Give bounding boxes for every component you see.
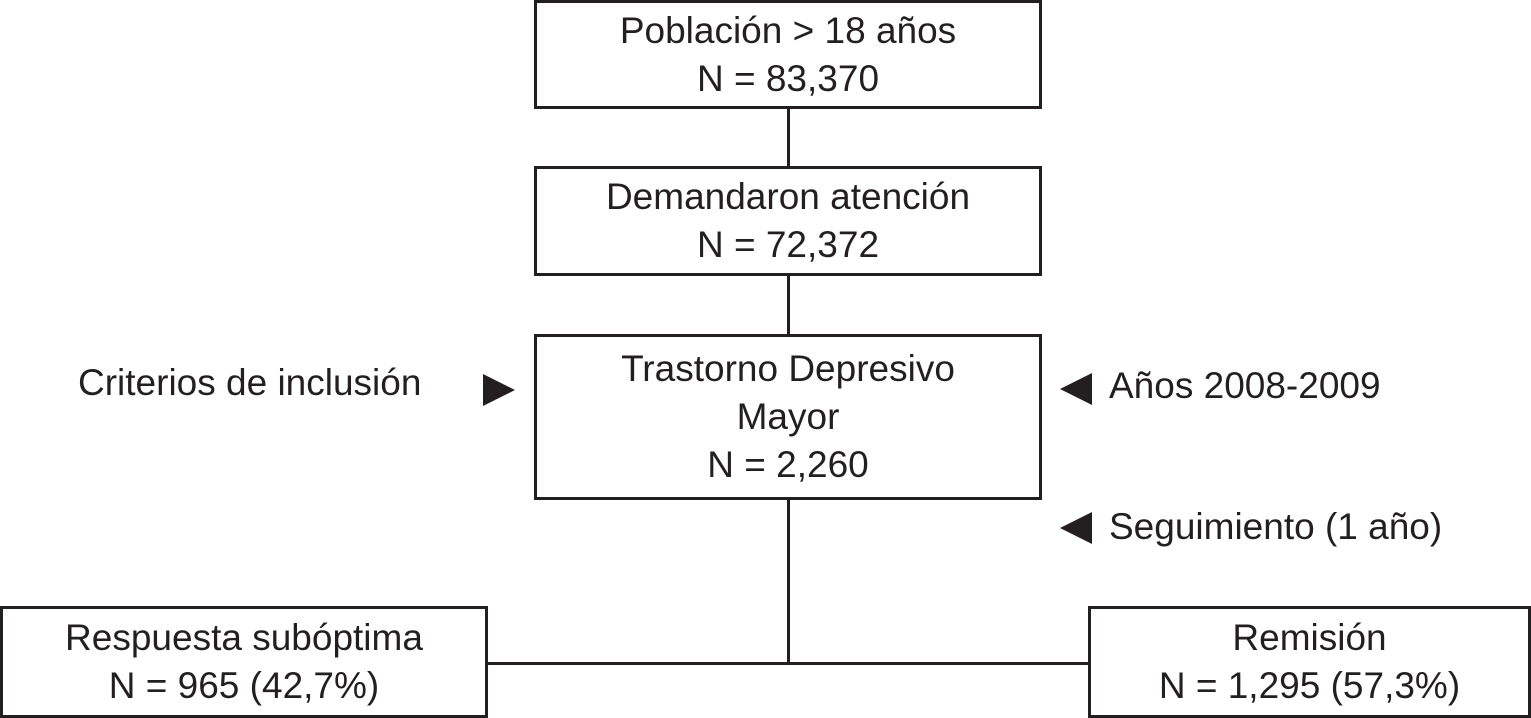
node-population-title: Población > 18 años [619,9,957,51]
node-population: Población > 18 años N = 83,370 [534,0,1042,109]
arrow-left-icon [1060,512,1092,544]
connector-population-attention [787,107,790,168]
node-attention: Demandaron atención N = 72,372 [534,166,1042,276]
arrow-right-icon [483,374,515,406]
connector-attention-depressive [787,274,790,335]
annotation-followup: Seguimiento (1 año) [1109,506,1443,547]
node-population-count: N = 83,370 [696,57,880,99]
connector-depressive-split [787,497,790,665]
node-depressive: Trastorno Depresivo Mayor N = 2,260 [534,334,1042,500]
node-depressive-title-1: Trastorno Depresivo [621,348,955,389]
node-suboptimal-title: Respuesta subóptima [65,617,423,658]
node-attention-title: Demandaron atención [605,176,971,217]
connector-horizontal-split [485,662,1091,665]
annotation-years: Años 2008-2009 [1109,365,1381,406]
node-remission-title: Remisión [1232,617,1387,658]
node-remission: Remisión N = 1,295 (57,3%) [1088,606,1531,718]
node-remission-count: N = 1,295 (57,3%) [1158,665,1461,706]
node-attention-count: N = 72,372 [696,224,880,265]
node-suboptimal: Respuesta subóptima N = 965 (42,7%) [0,606,488,718]
arrow-left-icon [1060,373,1092,405]
node-depressive-count: N = 2,260 [707,444,869,485]
annotation-inclusion-criteria: Criterios de inclusión [78,362,422,403]
node-suboptimal-count: N = 965 (42,7%) [108,665,380,706]
node-depressive-title-2: Mayor [736,396,840,437]
